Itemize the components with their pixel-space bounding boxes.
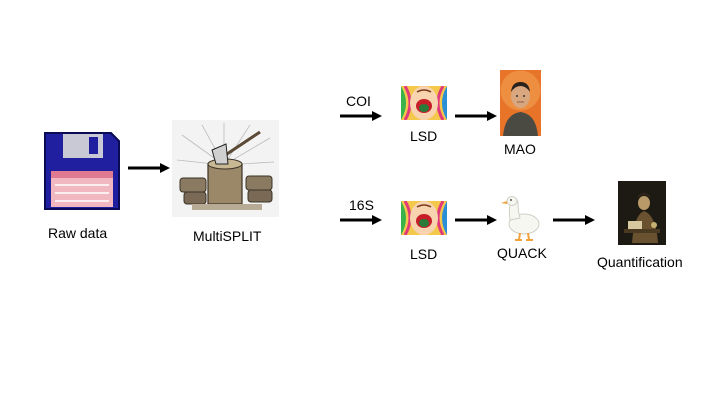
arrow-quack-to-quantification <box>553 214 595 226</box>
floppy-disk-icon <box>43 131 121 211</box>
portrait-icon <box>500 70 541 136</box>
arrow-raw-to-multisplit <box>128 162 170 174</box>
coi-label: COI <box>346 93 371 109</box>
arrow-coi-to-lsd <box>340 110 382 122</box>
quack-label: QUACK <box>497 245 547 261</box>
axe-in-stump-icon <box>172 120 279 217</box>
raw-data-label: Raw data <box>48 225 108 241</box>
mao-label: MAO <box>504 141 536 157</box>
psychedelic-face-icon <box>401 86 447 120</box>
arrow-lsd-to-quack <box>455 214 497 226</box>
quantification-label: Quantification <box>597 254 683 270</box>
arrow-16s-to-lsd <box>340 214 382 226</box>
multisplit-label: MultiSPLIT <box>193 228 262 244</box>
arrow-lsd-to-mao <box>455 110 497 122</box>
lsd-label-top: LSD <box>410 128 438 144</box>
lsd-label-bottom: LSD <box>410 246 438 262</box>
psychedelic-face-icon <box>401 201 447 235</box>
duck-icon <box>500 194 542 242</box>
painting-icon <box>618 181 666 245</box>
16s-label: 16S <box>349 197 374 213</box>
